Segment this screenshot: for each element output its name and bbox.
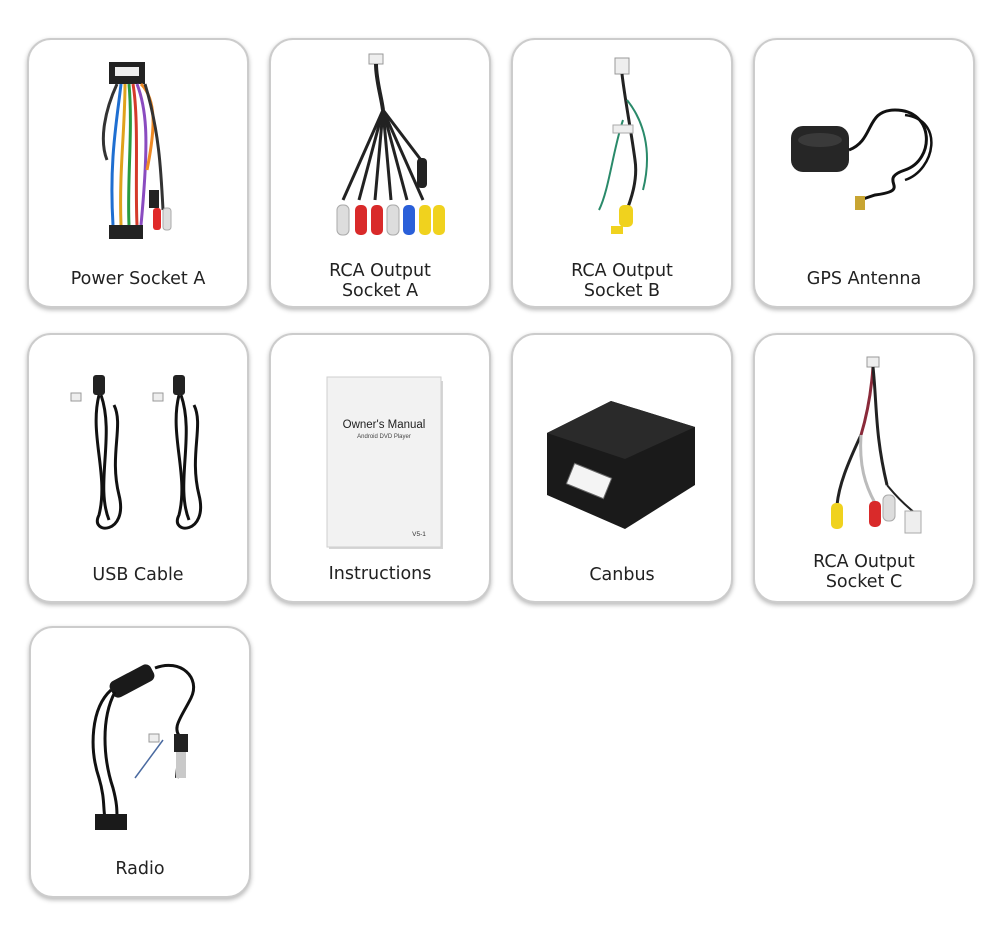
accessory-card-rca-output-socket-b: RCA Output Socket B bbox=[511, 38, 733, 308]
rca-cable-icon bbox=[336, 53, 445, 236]
manual-subtitle: Android DVD Player bbox=[357, 434, 411, 440]
item-label: RCA Output Socket C bbox=[813, 552, 915, 592]
gps-antenna-icon bbox=[791, 108, 933, 210]
item-label: GPS Antenna bbox=[806, 269, 922, 289]
accessory-card-gps-antenna: GPS Antenna bbox=[753, 38, 975, 308]
manual-title: Owner's Manual bbox=[343, 419, 426, 431]
rca-cable-icon bbox=[831, 356, 922, 534]
radio-adapter-icon bbox=[91, 663, 195, 830]
item-label: RCA Output Socket A bbox=[329, 261, 431, 301]
accessory-card-instructions: Owner's Manual Android DVD Player V5-1 I… bbox=[269, 333, 491, 603]
usb-cable-icon bbox=[70, 375, 203, 530]
rca-cable-icon bbox=[598, 57, 648, 234]
item-label: RCA Output Socket B bbox=[571, 261, 673, 301]
accessory-card-power-socket-a: Power Socket A bbox=[27, 38, 249, 308]
manual-icon: Owner's Manual Android DVD Player V5-1 bbox=[326, 376, 443, 549]
item-label: Power Socket A bbox=[70, 269, 206, 289]
canbus-box-icon bbox=[547, 401, 695, 529]
accessory-card-canbus: Canbus bbox=[511, 333, 733, 603]
accessory-card-radio: Radio bbox=[29, 626, 251, 898]
item-label: Instructions bbox=[328, 564, 432, 584]
accessory-card-rca-output-socket-c: RCA Output Socket C bbox=[753, 333, 975, 603]
manual-version: V5-1 bbox=[412, 531, 426, 538]
item-label: USB Cable bbox=[92, 565, 184, 585]
item-label: Radio bbox=[115, 859, 165, 879]
accessory-card-usb-cable: USB Cable bbox=[27, 333, 249, 603]
accessory-card-rca-output-socket-a: RCA Output Socket A bbox=[269, 38, 491, 308]
power-harness-icon bbox=[101, 62, 172, 239]
item-label: Canbus bbox=[589, 565, 655, 585]
